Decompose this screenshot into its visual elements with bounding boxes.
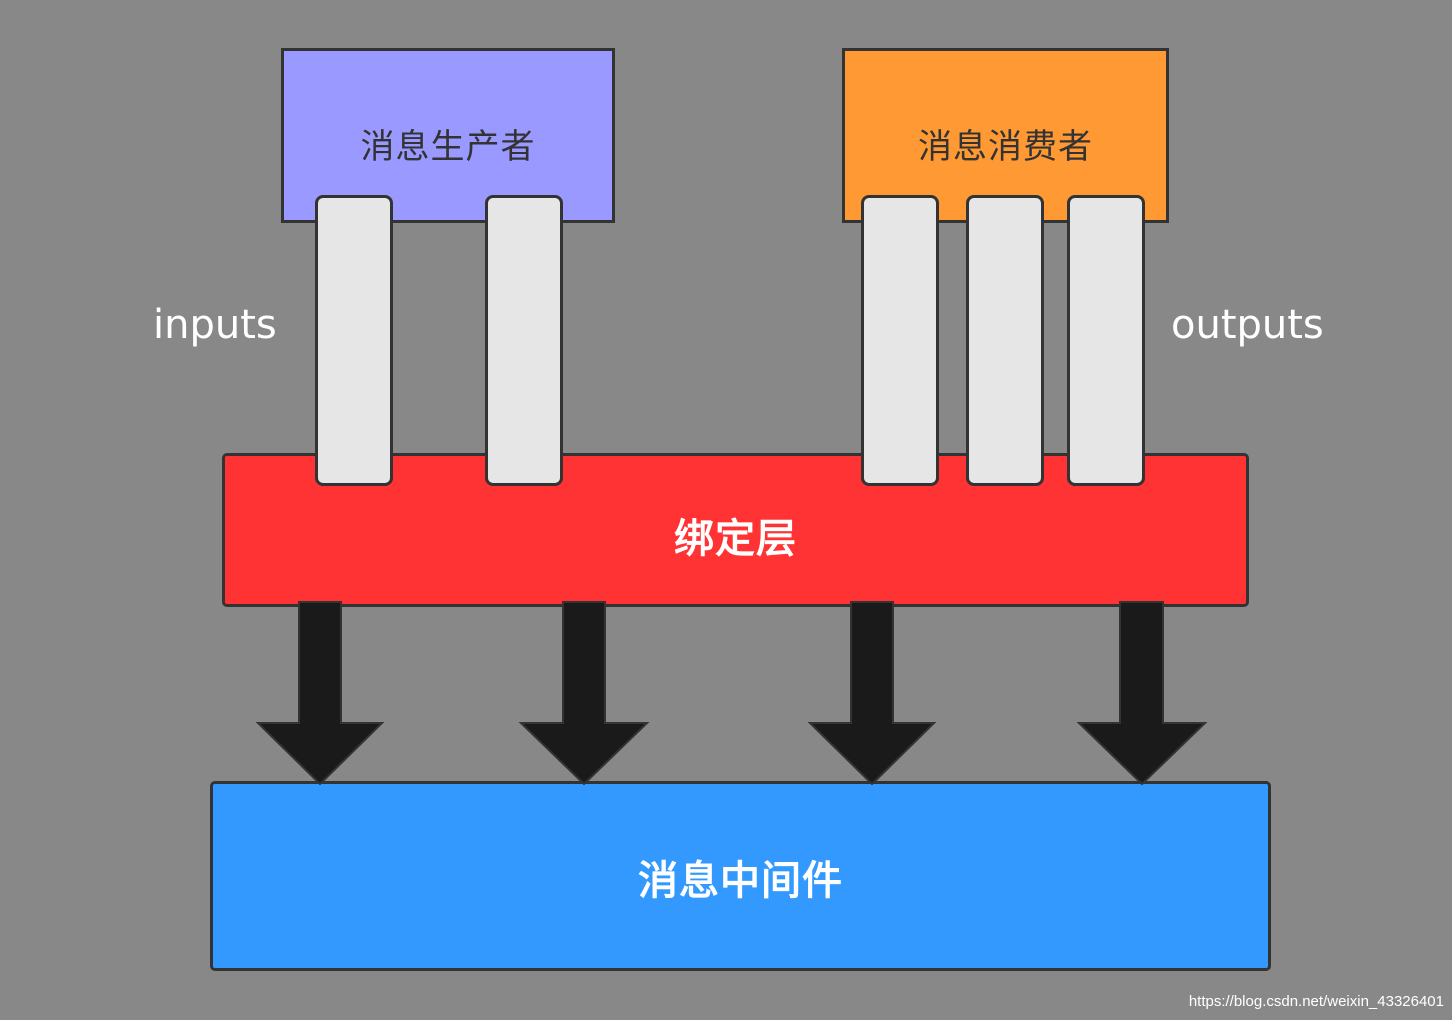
down-arrow [807,601,937,786]
message-middleware-box: 消息中间件 [210,781,1271,971]
input-channel [485,195,563,486]
message-producer-box: 消息生产者 [281,48,615,223]
message-middleware-label: 消息中间件 [638,858,843,904]
output-channel [861,195,939,486]
down-arrow [1076,601,1208,786]
down-arrow [255,601,385,786]
output-channel [966,195,1044,486]
input-channel [315,195,393,486]
message-consumer-box: 消息消费者 [842,48,1169,223]
inputs-label: inputs [153,302,277,348]
binding-layer-label: 绑定层 [674,516,797,562]
down-arrow [518,601,650,786]
outputs-label: outputs [1171,302,1324,348]
message-consumer-label: 消息消费者 [918,127,1093,167]
watermark-text: https://blog.csdn.net/weixin_43326401 [1188,993,1444,1010]
output-channel [1067,195,1145,486]
message-producer-label: 消息生产者 [360,127,536,167]
